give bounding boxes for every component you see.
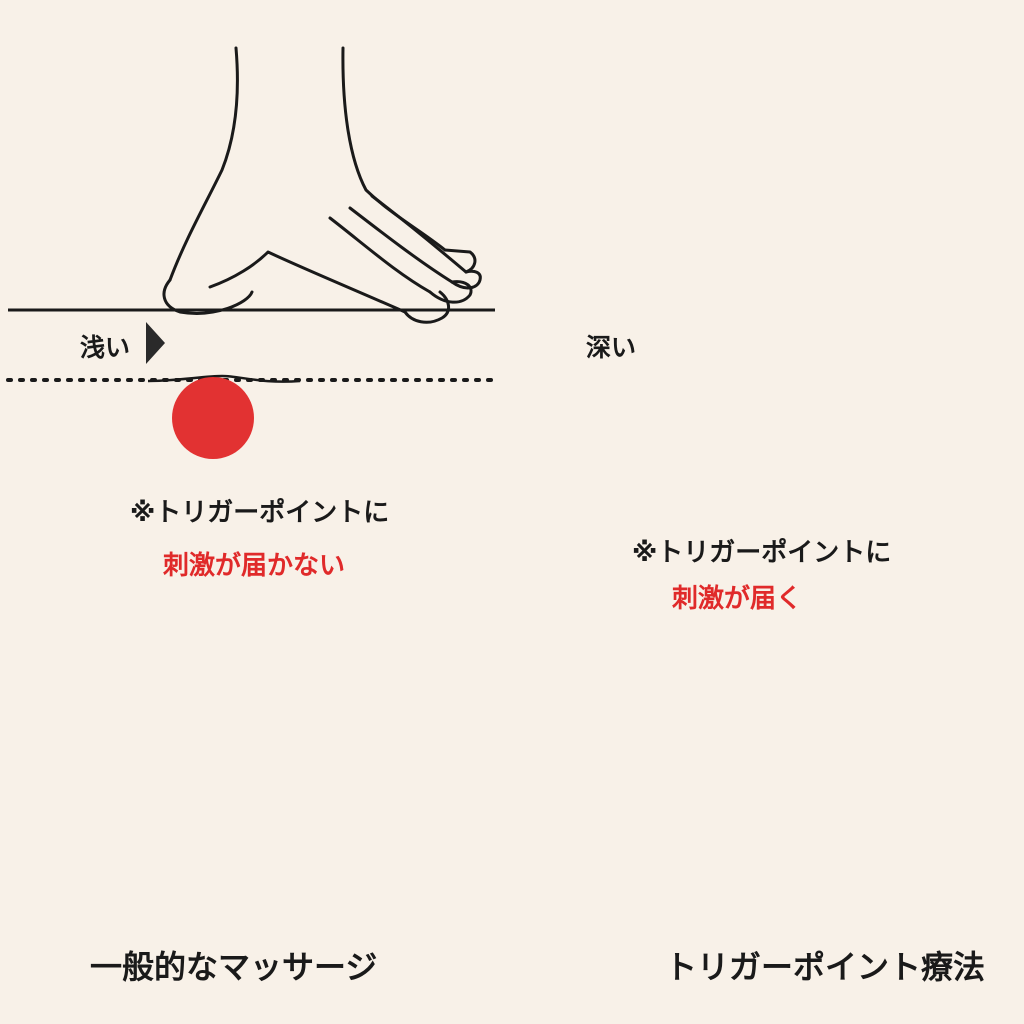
left-depth-label: 浅い [80, 333, 131, 362]
left-note-line2: 刺激が届かない [163, 551, 346, 581]
left-tissue-bump [147, 374, 301, 383]
left-shallow-diagram [6, 46, 497, 459]
left-depth-arrow-icon [146, 322, 165, 364]
left-note-line1: ※トリガーポイントに [130, 498, 390, 528]
left-trigger-point [172, 377, 254, 459]
left-caption: 一般的なマッサージ [90, 948, 378, 986]
right-caption: トリガーポイント療法 [665, 948, 986, 986]
right-note-line1: ※トリガーポイントに [632, 538, 892, 568]
right-note-line2: 刺激が届く [672, 584, 803, 614]
right-depth-label: 深い [586, 333, 637, 362]
left-hand-illustration [162, 46, 482, 324]
